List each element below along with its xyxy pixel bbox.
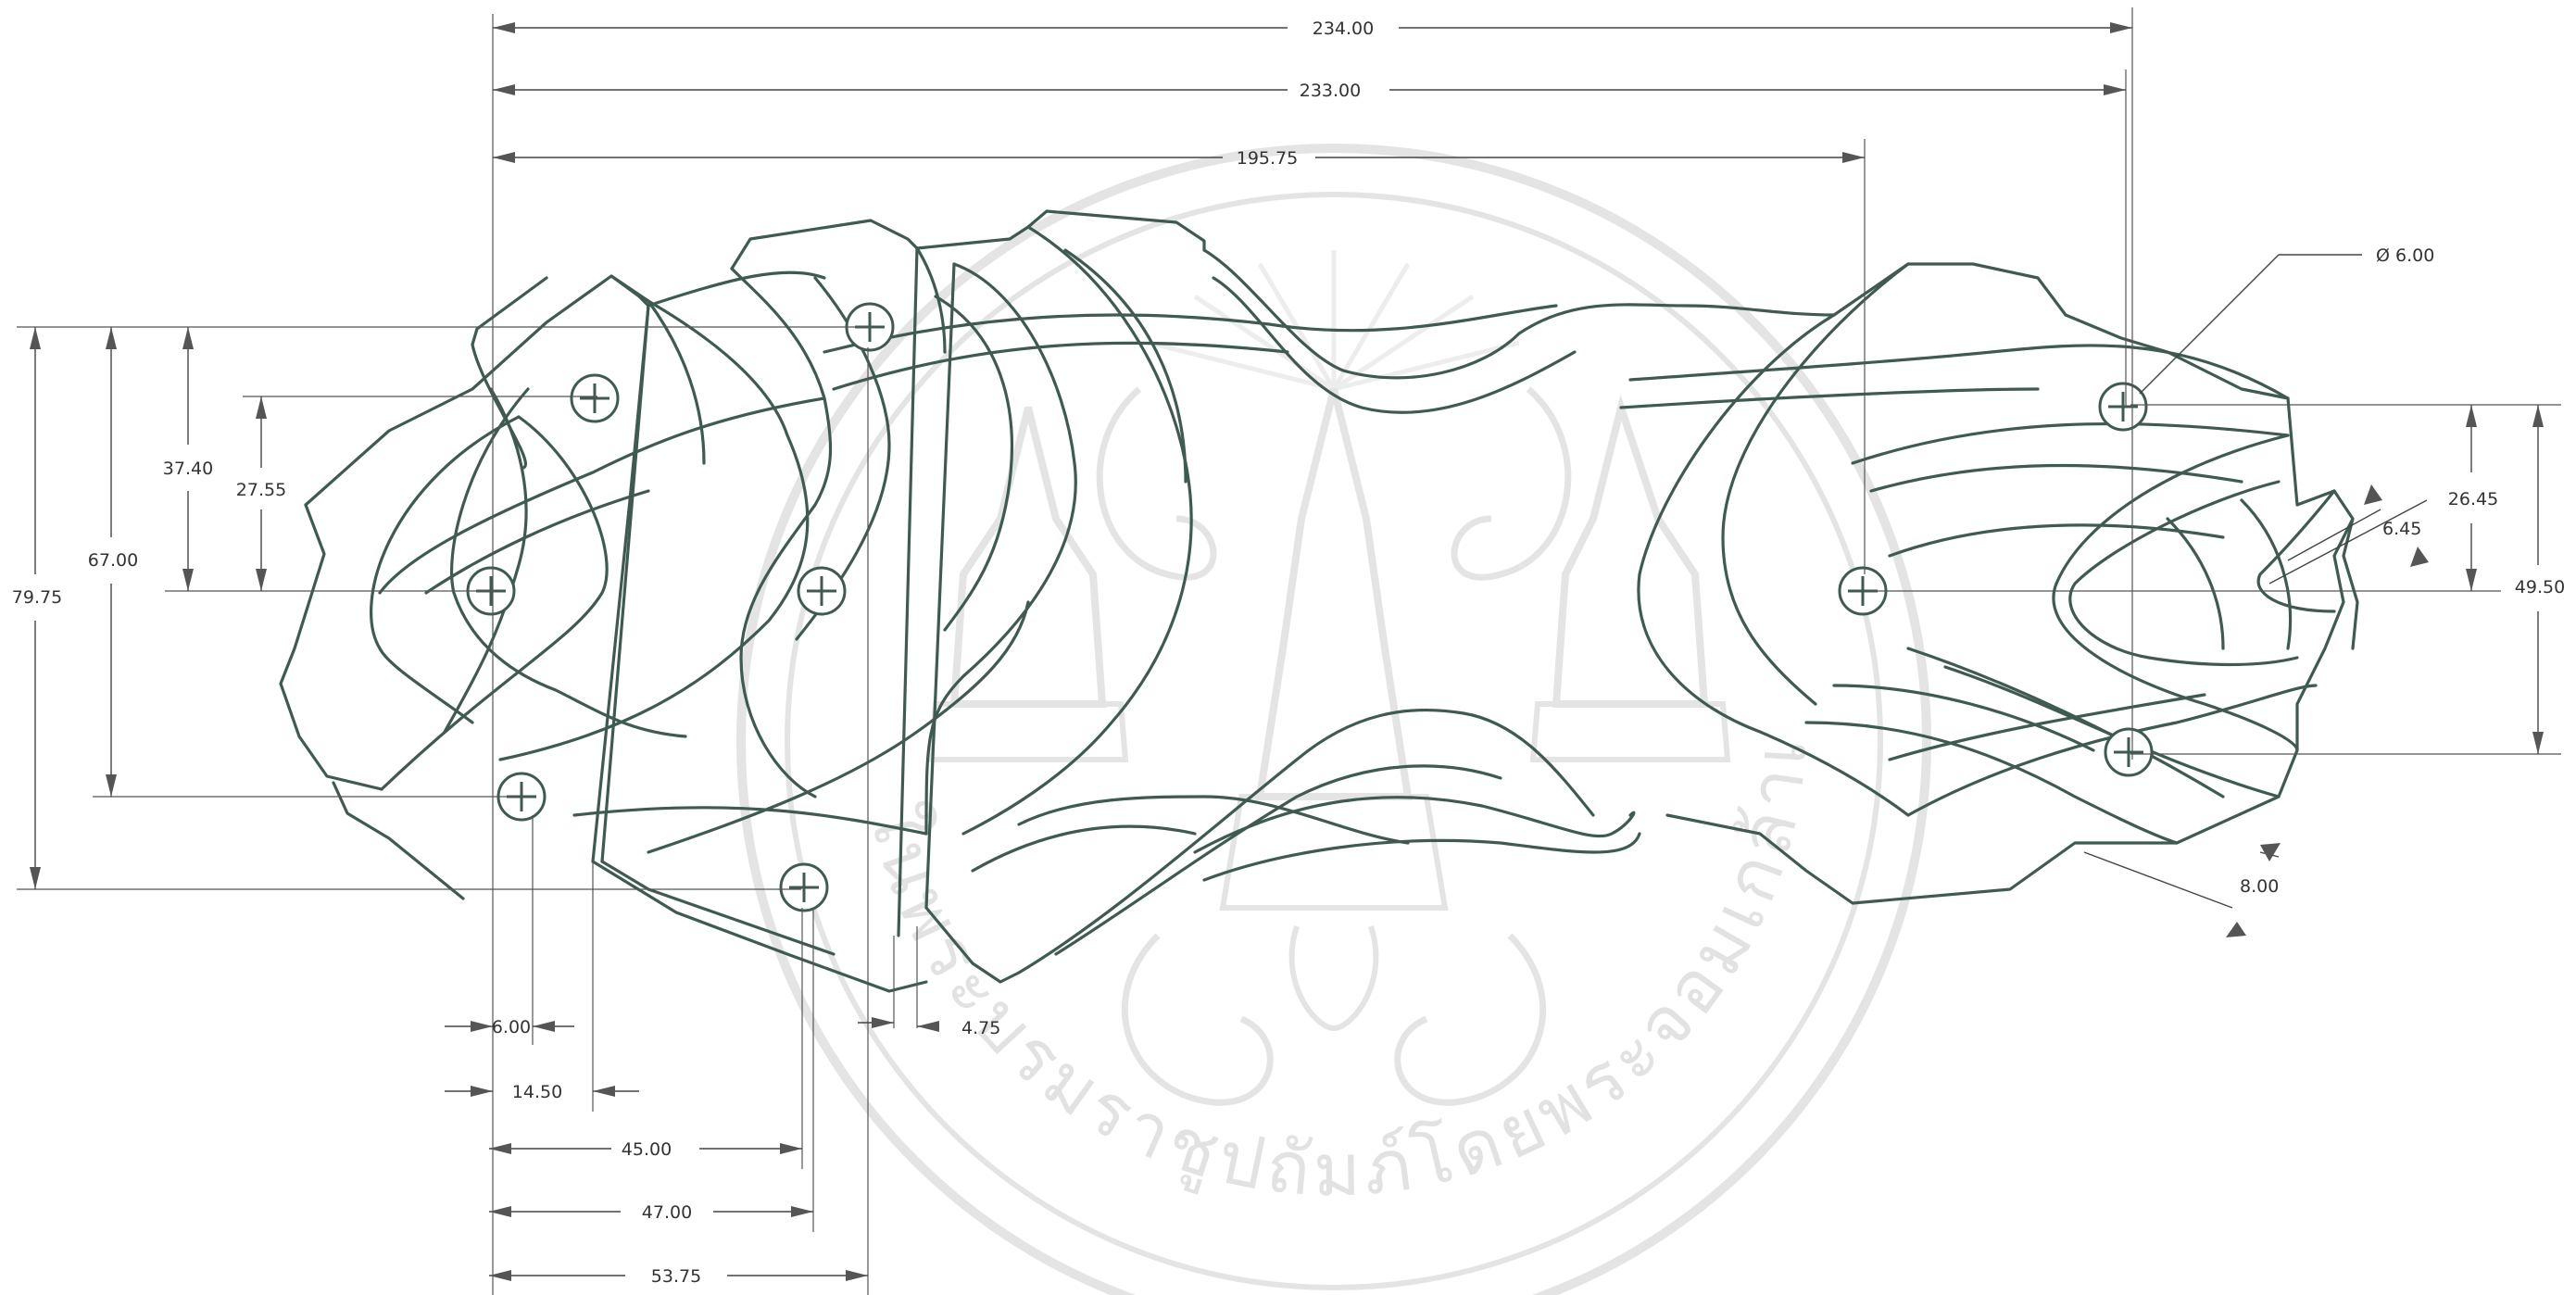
watermark-seal-text: ในพระบรมราชูปถัมภ์โดยพระจอมเกล้าเจ้าคุณท… bbox=[0, 0, 1818, 1213]
hole-8 bbox=[2098, 382, 2148, 432]
dim-4-75: 4.75 bbox=[961, 1018, 1000, 1038]
hole-9 bbox=[2104, 727, 2154, 777]
dim-47: 47.00 bbox=[642, 1202, 692, 1223]
dim-233: 233.00 bbox=[1300, 81, 1361, 101]
dim-53-75: 53.75 bbox=[651, 1266, 701, 1287]
dim-234: 234.00 bbox=[1313, 19, 1374, 39]
dim-27-55: 27.55 bbox=[236, 480, 286, 500]
dim-79-75: 79.75 bbox=[12, 587, 62, 608]
dim-195-75: 195.75 bbox=[1237, 148, 1298, 169]
dim-6-00: 6.00 bbox=[492, 1017, 531, 1037]
hole-4 bbox=[797, 566, 847, 616]
watermark-seal: ในพระบรมราชูปถัมภ์โดยพระจอมเกล้าเจ้าคุณท… bbox=[0, 0, 1931, 1295]
dim-26-45: 26.45 bbox=[2448, 489, 2498, 509]
hole-2 bbox=[570, 373, 620, 423]
dimension-lines bbox=[17, 7, 2561, 1295]
dim-hole-diameter: Ø 6.00 bbox=[2376, 245, 2434, 266]
hole-6 bbox=[779, 862, 829, 912]
dim-14-50: 14.50 bbox=[512, 1082, 562, 1102]
dim-45: 45.00 bbox=[622, 1139, 672, 1160]
dim-67: 67.00 bbox=[88, 550, 138, 571]
dim-37-40: 37.40 bbox=[163, 459, 213, 479]
dimension-labels: 234.00 233.00 195.75 79.75 67.00 37.40 2… bbox=[12, 19, 2565, 1287]
hole-3 bbox=[496, 772, 547, 822]
dim-8-00: 8.00 bbox=[2240, 876, 2279, 897]
part-outline bbox=[279, 209, 2359, 993]
mounting-holes bbox=[466, 302, 2154, 912]
dim-6-45: 6.45 bbox=[2382, 519, 2421, 539]
dim-49-50: 49.50 bbox=[2515, 577, 2565, 597]
